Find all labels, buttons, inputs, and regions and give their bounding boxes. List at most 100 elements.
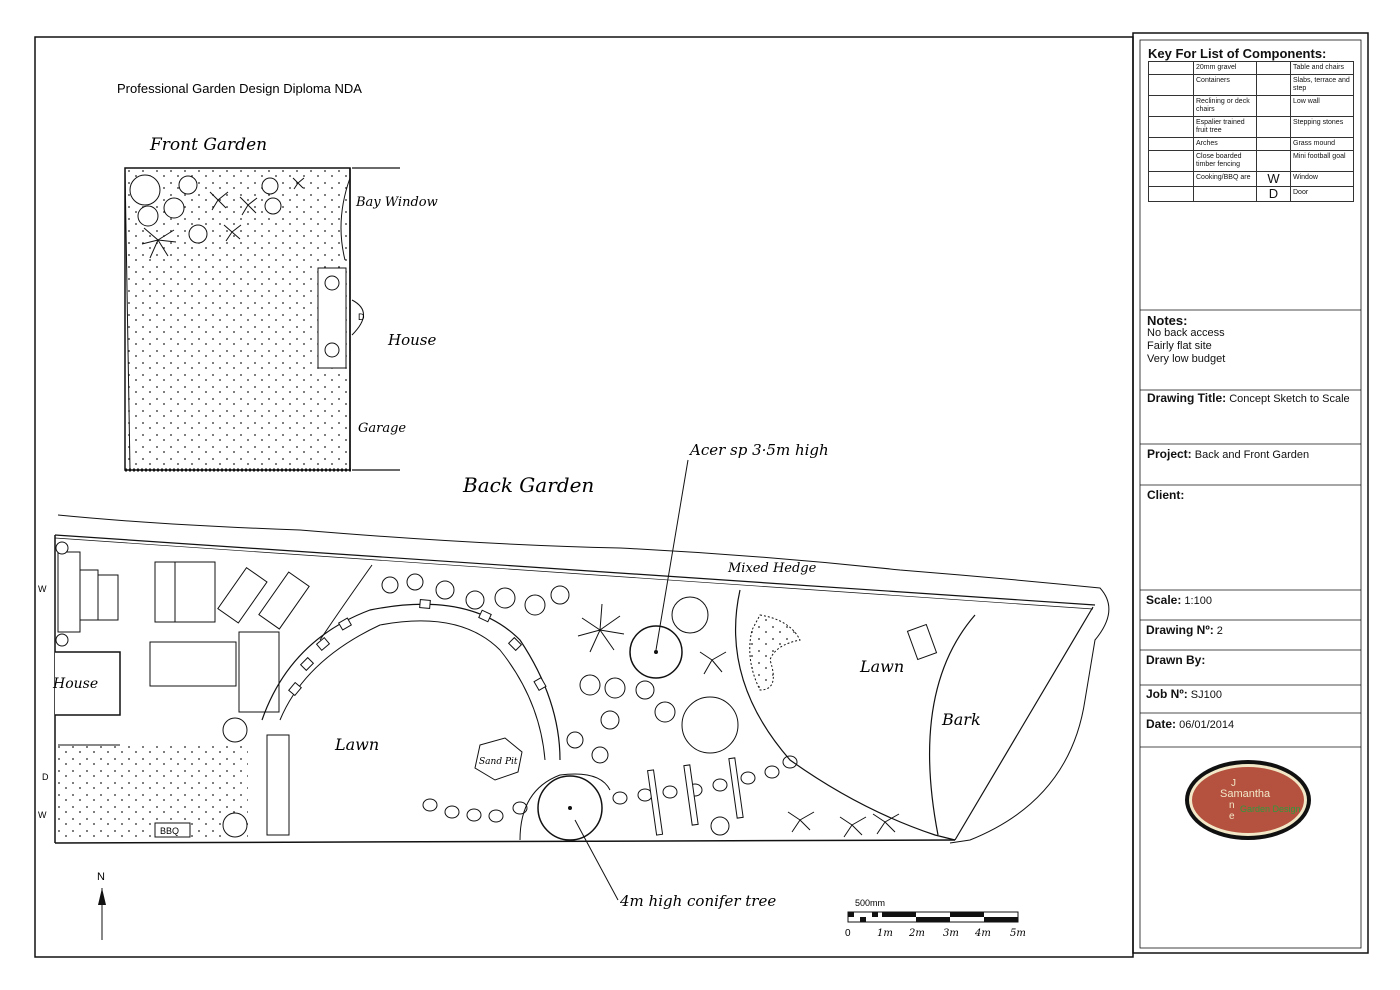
job-no-block: Job Nº: SJ100 — [1146, 687, 1222, 701]
key-item-right: Grass mound — [1290, 137, 1354, 151]
bay-window-label: Bay Window — [355, 195, 438, 210]
key-item-left: Reclining or deck chairs — [1193, 95, 1257, 117]
job-no-value: SJ100 — [1190, 689, 1222, 701]
scale-caption: 500mm — [855, 898, 885, 908]
drawing-no-label: Drawing Nº: — [1146, 623, 1214, 637]
scale-tick-4: 4m — [974, 928, 991, 939]
course-title: Professional Garden Design Diploma NDA — [117, 81, 362, 96]
client-label: Client: — [1147, 488, 1185, 502]
key-item-left: Espalier trained fruit tree — [1193, 116, 1257, 138]
key-item-left: 20mm gravel — [1193, 61, 1257, 75]
key-item-right: Slabs, terrace and step — [1290, 74, 1354, 96]
key-swatch-cell — [1148, 61, 1194, 75]
project-block: Project: Back and Front Garden — [1147, 447, 1309, 461]
north-label: N — [97, 871, 105, 883]
lawn-right-label: Lawn — [859, 657, 904, 676]
front-garden-plan: Front Garden Bay Window D House Garage — [124, 135, 438, 472]
drawing-title-block: Drawing Title: Concept Sketch to Scale — [1147, 392, 1352, 406]
scale-label: Scale: — [1146, 593, 1182, 607]
key-swatch-cell — [1148, 95, 1194, 117]
drawing-no-block: Drawing Nº: 2 — [1146, 623, 1223, 637]
bark-label: Bark — [941, 710, 981, 729]
bbq-label: BBQ — [160, 826, 179, 836]
garage-label: Garage — [358, 421, 406, 436]
key-symbol — [1256, 116, 1291, 138]
key-row: Close boarded timber fencing Mini footbal… — [1148, 150, 1354, 172]
key-item-right: Door — [1290, 186, 1354, 202]
front-door-symbol: D — [358, 312, 365, 322]
key-swatch-cell — [1148, 171, 1194, 187]
key-item-right: Table and chairs — [1290, 61, 1354, 75]
scale-bar: 500mm 0 1m 2m 3m 4m 5m — [845, 898, 1026, 939]
scale-tick-3: 3m — [943, 928, 959, 939]
front-garden-label: Front Garden — [149, 135, 267, 155]
project-label: Project: — [1147, 447, 1192, 461]
back-garden-plan: Back Garden Mixed Hedge House W D W — [38, 441, 1110, 910]
job-no-label: Job Nº: — [1146, 687, 1188, 701]
logo-text-garden-design: Garden Design — [1240, 804, 1301, 814]
note-line-1: No back access — [1147, 327, 1225, 339]
key-symbol — [1256, 150, 1291, 172]
scale-tick-0: 0 — [845, 928, 851, 939]
key-item-left: Cooking/BBQ are — [1193, 171, 1257, 187]
key-item-right: Mini football goal — [1290, 150, 1354, 172]
back-garden-label: Back Garden — [462, 473, 594, 497]
key-symbol — [1256, 95, 1291, 117]
project-value: Back and Front Garden — [1194, 449, 1310, 461]
drawing-title-value: Concept Sketch to Scale — [1229, 393, 1350, 405]
company-logo: J Samantha n e Garden Design — [1185, 760, 1311, 840]
key-item-left: Close boarded timber fencing — [1193, 150, 1257, 172]
key-title: Key For List of Components: — [1148, 46, 1327, 61]
logo-text-samantha: Samantha — [1220, 788, 1271, 800]
north-arrow: N — [97, 871, 106, 940]
key-row: 20mm gravel Table and chairs — [1148, 61, 1354, 75]
note-line-2: Fairly flat site — [1147, 340, 1212, 352]
scale-tick-5: 5m — [1010, 928, 1026, 939]
scale-tick-1: 1m — [877, 928, 893, 939]
key-item-right: Low wall — [1290, 95, 1354, 117]
window-symbol-2: W — [38, 810, 47, 820]
scale-tick-2: 2m — [908, 928, 925, 939]
lawn-left-label: Lawn — [334, 735, 379, 754]
drawing-title-label: Drawing Title: — [1147, 391, 1227, 405]
svg-text:J: J — [1231, 778, 1236, 789]
svg-text:n: n — [1229, 800, 1235, 811]
note-line-3: Very low budget — [1147, 353, 1226, 365]
svg-text:e: e — [1229, 811, 1235, 822]
key-row: Reclining or deck chairs Low wall — [1148, 95, 1354, 117]
key-symbol — [1256, 61, 1291, 75]
acer-callout: Acer sp 3·5m high — [688, 441, 829, 459]
key-row: Arches Grass mound — [1148, 137, 1354, 151]
key-row: Containers Slabs, terrace and step — [1148, 74, 1354, 96]
date-label: Date: — [1146, 717, 1177, 731]
key-item-left: Containers — [1193, 74, 1257, 96]
house-back-label: House — [52, 676, 98, 692]
key-item-left — [1193, 186, 1257, 202]
conifer-callout: 4m high conifer tree — [619, 892, 776, 910]
key-item-right: Window — [1290, 171, 1354, 187]
key-symbol: D — [1256, 186, 1291, 202]
key-swatch-cell — [1148, 74, 1194, 96]
date-block: Date: 06/01/2014 — [1146, 717, 1234, 731]
key-swatch-cell — [1148, 116, 1194, 138]
notes-label: Notes: — [1147, 313, 1188, 328]
key-swatch-cell — [1148, 150, 1194, 172]
mixed-hedge-label: Mixed Hedge — [727, 561, 817, 576]
key-swatch-cell — [1148, 186, 1194, 202]
door-symbol: D — [42, 772, 49, 782]
house-front-label: House — [387, 331, 436, 349]
scale-value: 1:100 — [1184, 595, 1212, 607]
key-symbol — [1256, 74, 1291, 96]
date-value: 06/01/2014 — [1179, 719, 1235, 731]
key-item-left: Arches — [1193, 137, 1257, 151]
key-symbol: W — [1256, 171, 1291, 187]
window-symbol-1: W — [38, 584, 47, 594]
key-swatch-cell — [1148, 137, 1194, 151]
scale-block: Scale: 1:100 — [1146, 593, 1212, 607]
title-panel-border — [1132, 32, 1369, 954]
